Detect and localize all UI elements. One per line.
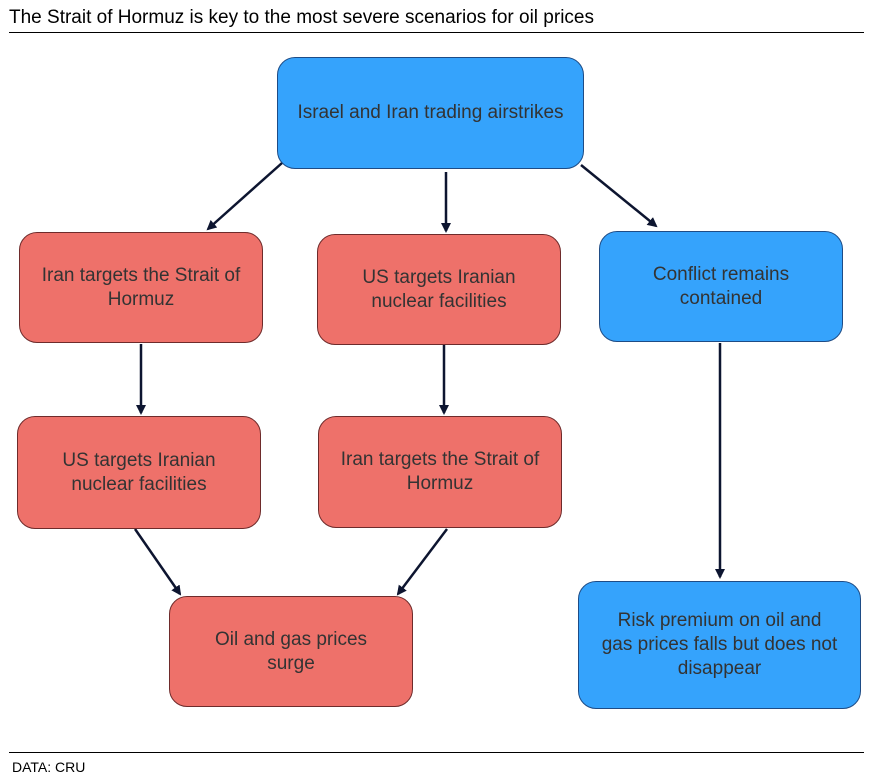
node-risk-premium-falls: Risk premium on oil and gas prices falls… (578, 581, 861, 709)
footer-rule (9, 752, 864, 753)
node-conflict-contained: Conflict remains contained (599, 231, 843, 342)
node-us-targets-nuclear-second: US targets Iranian nuclear facilities (17, 416, 261, 529)
title-rule (9, 32, 864, 33)
arrow-mid-2-to-surge (396, 528, 448, 596)
chart-title: The Strait of Hormuz is key to the most … (9, 7, 594, 28)
node-iran-targets-hormuz-second: Iran targets the Strait of Hormuz (318, 416, 562, 528)
arrow-left-2-to-surge (133, 528, 182, 596)
arrow-root-to-left-1 (206, 162, 283, 231)
source-note: DATA: CRU (12, 759, 86, 775)
node-us-targets-nuclear-first: US targets Iranian nuclear facilities (317, 234, 561, 345)
node-israel-iran-airstrikes: Israel and Iran trading airstrikes (277, 57, 584, 169)
arrow-root-to-right-1 (580, 164, 658, 228)
node-iran-targets-hormuz-first: Iran targets the Strait of Hormuz (19, 232, 263, 343)
node-prices-surge: Oil and gas prices surge (169, 596, 413, 707)
